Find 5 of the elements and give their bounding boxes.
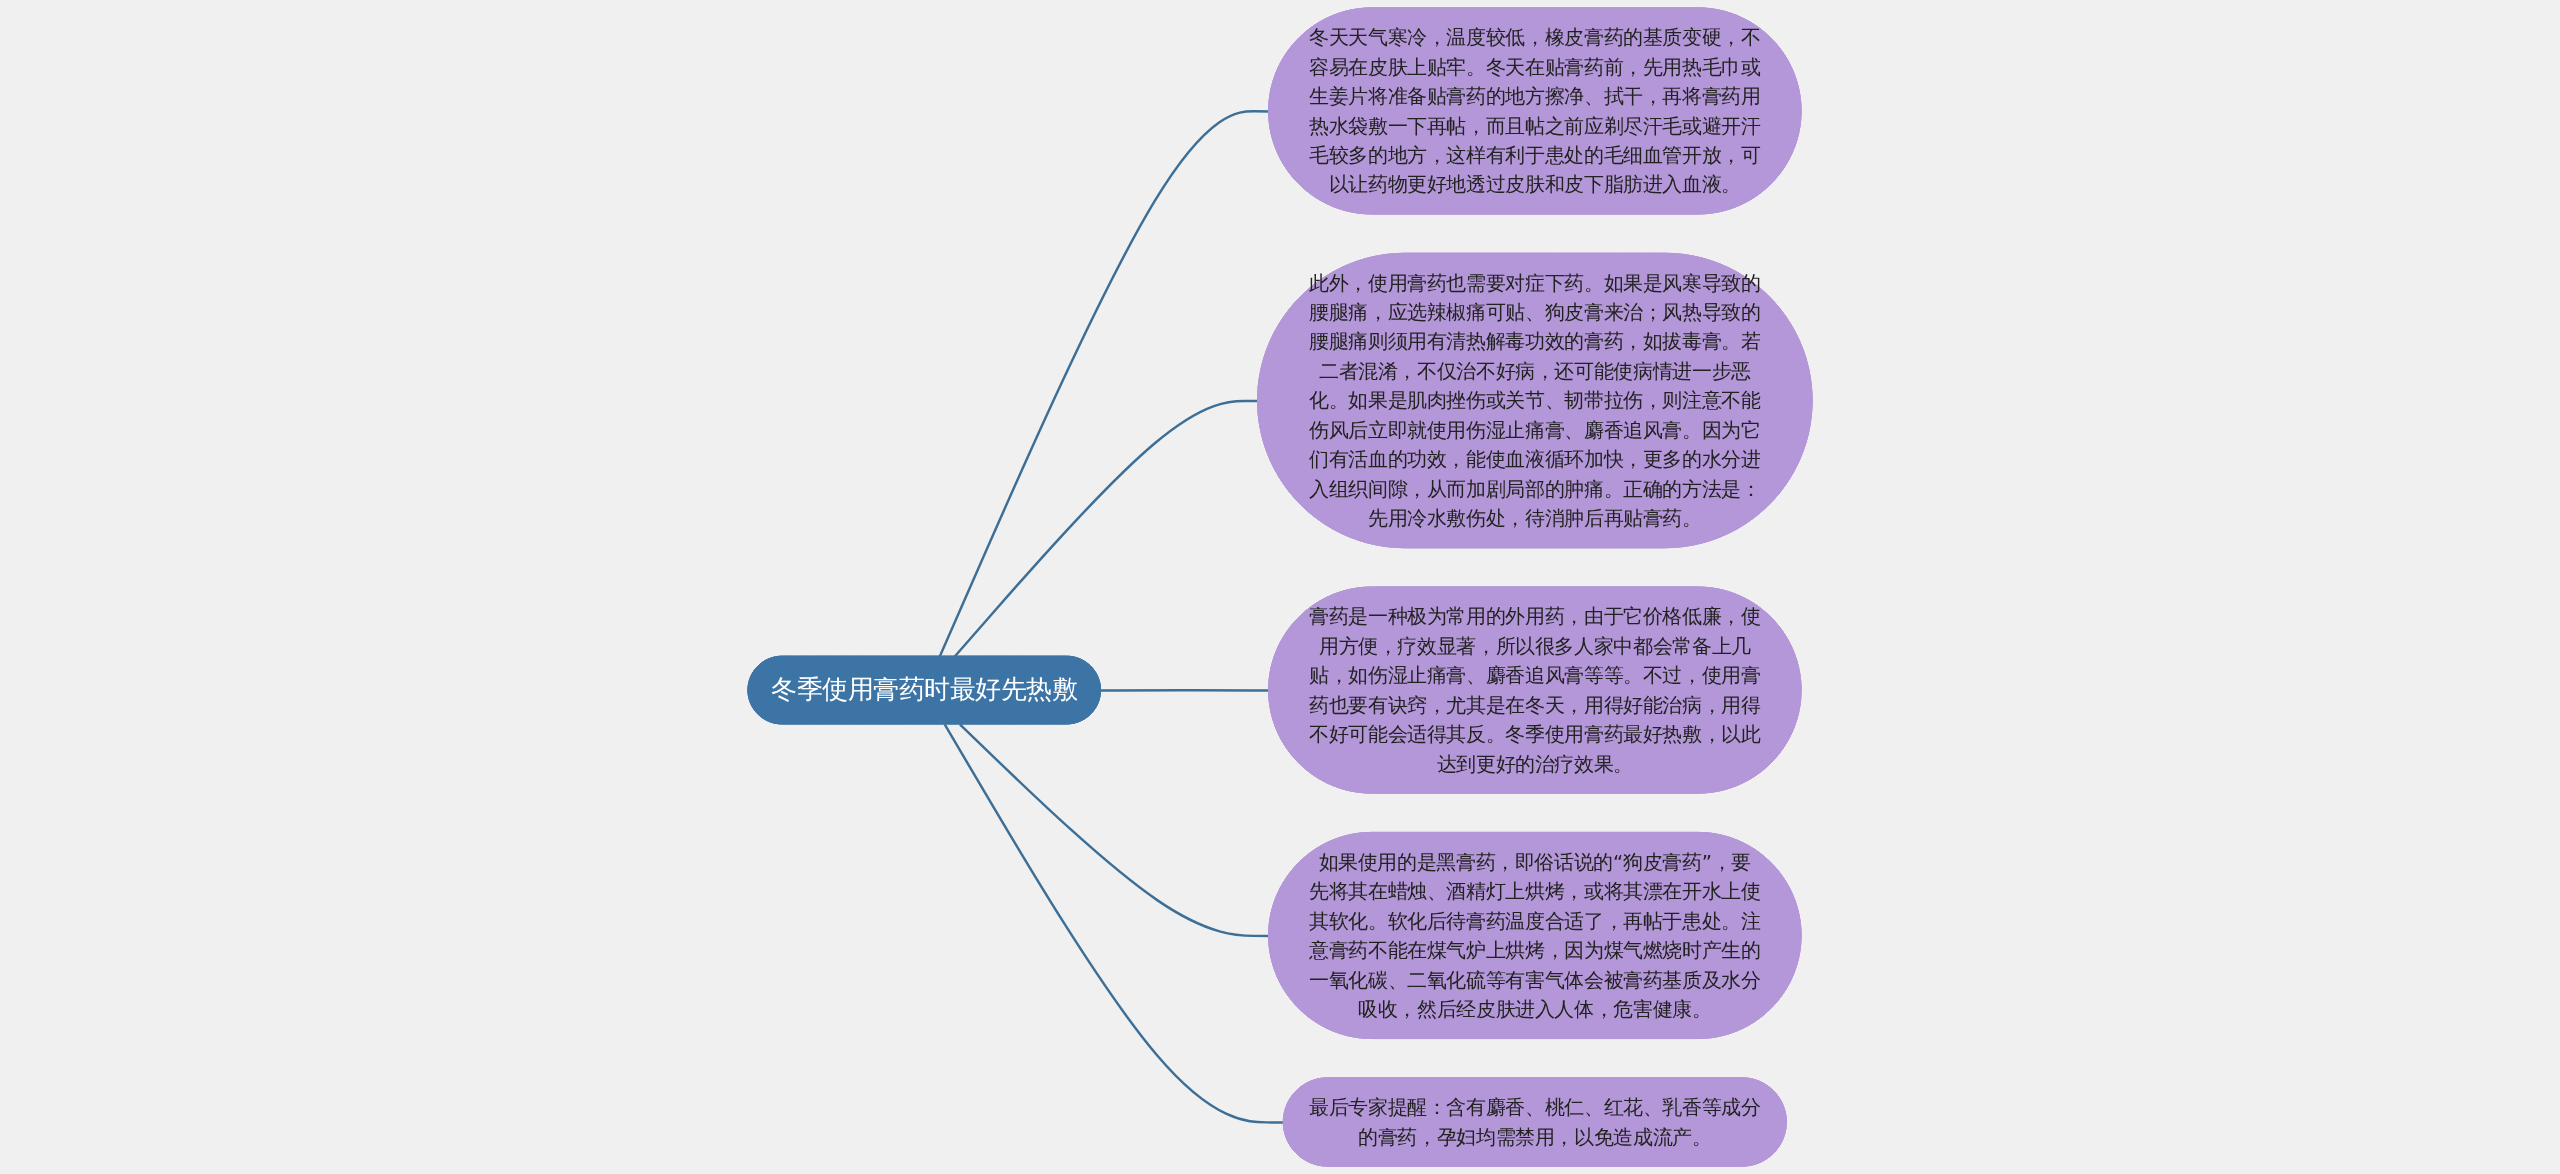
connector xyxy=(938,110,1270,658)
connector xyxy=(1101,689,1270,692)
connector xyxy=(959,723,1270,938)
connector xyxy=(943,723,1284,1124)
connector xyxy=(953,399,1259,658)
